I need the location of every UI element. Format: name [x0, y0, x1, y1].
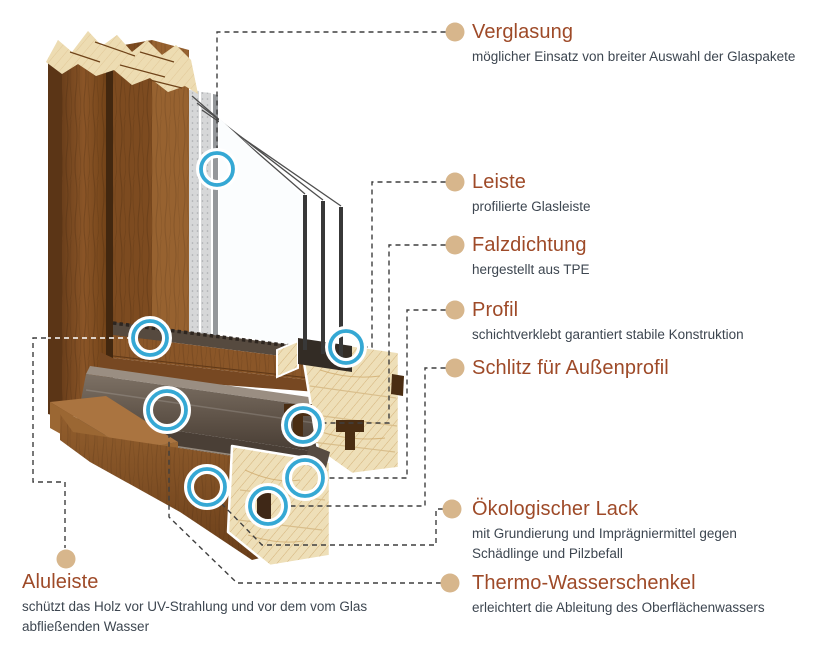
glass-spacer-strips: [189, 90, 218, 338]
callout-circle-schlitz: [245, 483, 291, 529]
connector-oekologischer-lack: [220, 502, 443, 546]
callout-aluleiste: Aluleiste schützt das Holz vor UV-Strahl…: [22, 570, 374, 637]
callout-subtitle: mit Grundierung und Imprägniermittel geg…: [472, 526, 737, 561]
glass-front-face: [219, 118, 303, 349]
label-dot-oekologischer-lack: [442, 499, 462, 519]
callout-title: Aluleiste: [22, 571, 99, 593]
exterior-profile-slot: [257, 490, 271, 522]
label-dot-schlitz: [445, 358, 465, 378]
callout-title: Profil: [472, 299, 519, 321]
callout-subtitle: möglicher Einsatz von breiter Auswahl de…: [472, 49, 796, 64]
callout-title: Leiste: [472, 171, 526, 193]
callout-title: Falzdichtung: [472, 234, 587, 256]
connector-aluleiste: [32, 337, 66, 548]
callout-circles: [128, 148, 367, 529]
connector-verglasung: [216, 31, 446, 152]
callout-circle-leiste: [325, 326, 367, 368]
callout-title: Schlitz für Außenprofil: [472, 357, 669, 379]
callout-title: Verglasung: [472, 21, 574, 43]
edge-tab: [391, 374, 404, 396]
callout-oekologischer-lack: Ökologischer Lack mit Grundierung und Im…: [472, 497, 772, 564]
wood-frame-left: [48, 40, 189, 418]
connectors: [32, 31, 446, 584]
glazing-bead-cut: [276, 339, 299, 379]
label-dot-falzdichtung: [445, 235, 465, 255]
callout-circle-aluleiste: [128, 316, 172, 360]
end-grain-top: [46, 31, 198, 94]
callout-verglasung: Verglasung möglicher Einsatz von breiter…: [472, 20, 795, 67]
label-dot-thermo-wasserschenkel: [440, 573, 460, 593]
callout-circle-oekologischer-lack: [184, 464, 230, 510]
callout-subtitle: profilierte Glasleiste: [472, 199, 591, 214]
connector-thermo-wasserschenkel: [168, 430, 441, 584]
callout-circle-profil: [282, 455, 328, 501]
label-dot-aluleiste: [56, 549, 76, 569]
callout-schlitz-fuer-aussenprofil: Schlitz für Außenprofil: [472, 356, 669, 380]
callout-falzdichtung: Falzdichtung hergestellt aus TPE: [472, 233, 590, 280]
connector-schlitz: [287, 367, 446, 507]
connector-profil: [324, 309, 446, 479]
callout-subtitle: schützt das Holz vor UV-Strahlung und vo…: [22, 599, 368, 634]
callout-title: Ökologischer Lack: [472, 498, 639, 520]
callout-subtitle: hergestellt aus TPE: [472, 262, 590, 277]
connector-falzdichtung: [321, 244, 446, 424]
callout-subtitle: schichtverklebt garantiert stabile Konst…: [472, 327, 744, 342]
callout-subtitle: erleichtert die Ableitung des Oberfläche…: [472, 600, 765, 615]
callout-profil: Profil schichtverklebt garantiert stabil…: [472, 298, 744, 345]
callout-leiste: Leiste profilierte Glasleiste: [472, 170, 591, 217]
label-dot-leiste: [445, 172, 465, 192]
rebate-seal: [336, 420, 364, 450]
label-dots: [56, 22, 465, 593]
callout-thermo-wasserschenkel: Thermo-Wasserschenkel erleichtert die Ab…: [472, 571, 765, 618]
connector-leiste: [363, 181, 446, 348]
label-dot-profil: [445, 300, 465, 320]
callout-circle-falzdichtung: [281, 403, 325, 447]
callout-title: Thermo-Wasserschenkel: [472, 572, 696, 594]
callout-circle-verglasung: [196, 148, 238, 190]
label-dot-verglasung: [445, 22, 465, 42]
callout-circle-thermo-wasserschenkel: [143, 386, 191, 434]
